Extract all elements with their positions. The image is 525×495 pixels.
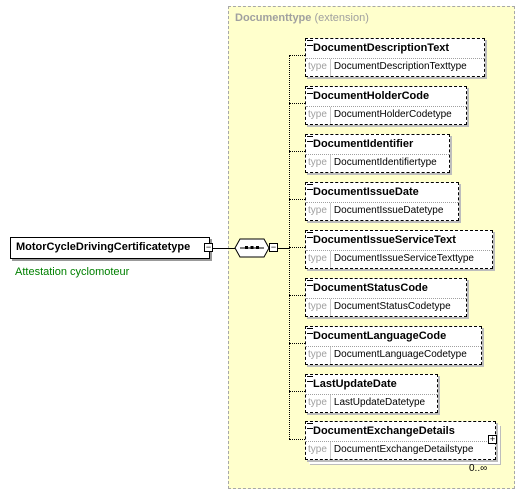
- element-type: LastUpdateDatetype: [333, 397, 426, 408]
- branch-connector: [289, 247, 305, 248]
- optional-marker-icon: [307, 136, 313, 142]
- branch-connector: [289, 343, 305, 344]
- type-key: type: [306, 251, 331, 268]
- complex-type-label: Documenttype (extension): [235, 12, 369, 24]
- element-name: DocumentStatusCode: [306, 279, 466, 299]
- type-key: type: [306, 155, 331, 172]
- sequence-connector: [278, 248, 289, 249]
- root-element-name: MotorCycleDrivingCertificatetype: [16, 241, 191, 253]
- expand-icon[interactable]: +: [488, 434, 497, 444]
- element-type: DocumentIssueDatetype: [333, 205, 444, 216]
- element-name: DocumentLanguageCode: [306, 327, 481, 347]
- element-name: DocumentExchangeDetails: [306, 422, 495, 442]
- root-connector: [213, 248, 235, 249]
- element-type: DocumentIdentifiertype: [333, 157, 437, 168]
- branch-connector: [289, 199, 305, 200]
- root-element[interactable]: MotorCycleDrivingCertificatetype: [10, 237, 210, 259]
- branch-connector: [289, 103, 305, 104]
- element-name: LastUpdateDate: [306, 375, 437, 395]
- element-name: DocumentIssueDate: [306, 183, 458, 203]
- branch-connector: [289, 151, 305, 152]
- type-key: type: [306, 59, 331, 76]
- root-collapse-icon[interactable]: −: [204, 242, 213, 252]
- root-annotation: Attestation cyclomoteur: [15, 266, 130, 278]
- element-type: DocumentDescriptionTexttype: [333, 61, 467, 72]
- element-name: DocumentIdentifier: [306, 135, 449, 155]
- cardinality-label: 0..∞: [469, 463, 488, 474]
- optional-marker-icon: [307, 328, 313, 334]
- element-type: DocumentStatusCodetype: [333, 301, 451, 312]
- optional-marker-icon: [307, 423, 313, 429]
- branch-connector: [289, 295, 305, 296]
- branch-connector: [289, 439, 305, 440]
- type-key: type: [306, 395, 331, 412]
- optional-marker-icon: [307, 88, 313, 94]
- complex-type-name: Documenttype: [235, 12, 312, 24]
- element-name: DocumentHolderCode: [306, 87, 466, 107]
- element-type: DocumentIssueServiceTexttype: [333, 253, 474, 264]
- optional-marker-icon: [307, 40, 313, 46]
- type-key: type: [306, 299, 331, 316]
- sequence-compositor-icon: [234, 238, 270, 258]
- complex-type-suffix: (extension): [314, 12, 369, 24]
- optional-marker-icon: [307, 184, 313, 190]
- branch-connector: [289, 55, 305, 56]
- type-key: type: [306, 442, 331, 459]
- sequence-collapse-icon[interactable]: −: [269, 242, 278, 252]
- branch-connector: [289, 391, 305, 392]
- element-name: DocumentDescriptionText: [306, 39, 484, 59]
- optional-marker-icon: [307, 376, 313, 382]
- element-type: DocumentLanguageCodetype: [333, 349, 467, 360]
- element-type: DocumentExchangeDetailstype: [333, 444, 474, 455]
- optional-marker-icon: [307, 232, 313, 238]
- element-type: DocumentHolderCodetype: [333, 109, 452, 120]
- element-name: DocumentIssueServiceText: [306, 231, 492, 251]
- type-key: type: [306, 203, 331, 220]
- type-key: type: [306, 347, 331, 364]
- type-key: type: [306, 107, 331, 124]
- optional-marker-icon: [307, 280, 313, 286]
